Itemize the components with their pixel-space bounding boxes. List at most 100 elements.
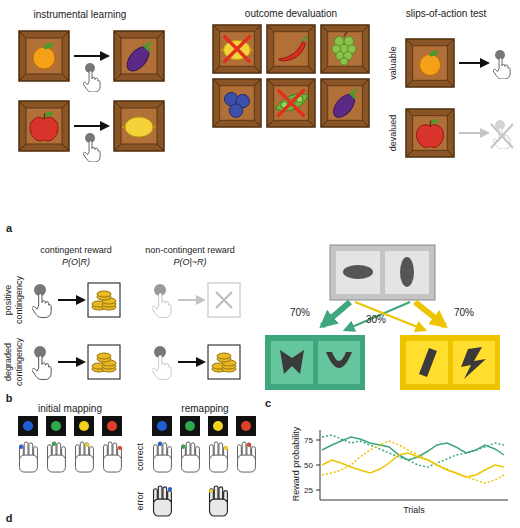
response-mapping-part xyxy=(241,421,251,431)
panel-letter: d xyxy=(6,513,13,524)
two-step-task-part xyxy=(385,251,429,294)
response-mapping-part xyxy=(104,442,122,472)
column-heading: non-contingent reward xyxy=(145,245,235,256)
slips-of-action-part xyxy=(417,118,444,147)
two-step-task-part xyxy=(343,265,373,279)
two-step-task-part xyxy=(330,245,435,300)
response-mapping-part xyxy=(168,487,172,491)
instrumental-learning-part xyxy=(123,42,153,75)
two-step-task-part xyxy=(322,302,350,326)
response-mapping-part xyxy=(209,489,213,493)
response-mapping-part xyxy=(236,416,256,436)
panel-letter: a xyxy=(6,223,12,234)
response-mapping-part xyxy=(74,416,94,436)
two-step-task xyxy=(265,245,500,390)
outcome-devaluation-part xyxy=(321,79,369,127)
instrumental-learning-part xyxy=(122,117,156,137)
instrumental-learning-part xyxy=(74,125,108,127)
outcome-devaluation-part xyxy=(321,25,369,73)
response-mapping-part xyxy=(247,443,251,447)
instrumental-learning-part xyxy=(33,42,55,69)
response-mapping-part xyxy=(152,416,172,436)
response-mapping-part xyxy=(51,421,61,431)
response-mapping-part xyxy=(181,445,185,449)
slips-of-action-part xyxy=(491,124,513,148)
two-step-task-part xyxy=(406,341,448,384)
slips-of-action-part xyxy=(406,39,454,87)
response-mapping-part xyxy=(185,421,195,431)
instrumental-learning-part xyxy=(114,31,164,81)
tick-label: 75 xyxy=(304,435,313,446)
response-mapping-part xyxy=(208,416,228,436)
panel-heading: outcome devaluation xyxy=(245,8,337,19)
contingency-degradation-part xyxy=(212,353,236,372)
outcome-devaluation-part xyxy=(279,91,304,116)
instrumental-learning-part xyxy=(83,141,100,162)
response-mapping-part xyxy=(158,442,162,446)
transition-probability: 70% xyxy=(290,307,310,318)
outcome-devaluation-part xyxy=(225,92,250,117)
two-step-task-part xyxy=(461,347,486,379)
response-mapping-part xyxy=(20,442,38,472)
response-mapping-part xyxy=(182,442,200,472)
slips-of-action xyxy=(406,39,513,157)
two-step-task-part xyxy=(400,335,500,390)
reward-chart-part xyxy=(320,500,508,501)
reward-chart-part xyxy=(316,440,320,441)
reward-chart-part xyxy=(322,441,504,483)
response-mapping-part xyxy=(118,446,122,450)
instrumental-learning-part xyxy=(114,101,164,151)
response-mapping-part xyxy=(46,416,66,436)
response-mapping-part xyxy=(48,442,66,472)
instrumental-learning-part xyxy=(30,111,58,141)
response-mapping-part xyxy=(23,421,33,431)
panel-heading: instrumental learning xyxy=(34,9,127,20)
two-step-task-part xyxy=(336,251,380,294)
response-mapping-part xyxy=(18,416,38,436)
outcome-devaluation-part xyxy=(213,25,261,73)
contingency-degradation-part xyxy=(178,299,204,301)
response-mapping-part xyxy=(154,486,172,516)
outcome-devaluation xyxy=(213,25,369,127)
contingency-degradation-part xyxy=(152,355,171,379)
outcome-devaluation-part xyxy=(279,37,306,61)
contingency-degradation-part xyxy=(178,361,204,363)
row-label: degraded contingency xyxy=(3,331,25,393)
outcome-devaluation-part xyxy=(332,32,356,66)
column-heading: contingent reward xyxy=(40,245,112,256)
outcome-devaluation-part xyxy=(225,37,250,62)
row-label: devalued xyxy=(388,115,399,152)
contingency-degradation-part xyxy=(208,283,240,317)
slips-of-action-part xyxy=(406,109,454,157)
two-step-task-part xyxy=(355,302,425,330)
transition-probability: 30% xyxy=(366,314,386,325)
outcome-devaluation-part xyxy=(267,79,315,127)
row-label: error xyxy=(135,491,146,510)
two-step-task-part xyxy=(265,335,365,390)
response-mapping-part xyxy=(107,421,117,431)
contingency-degradation-part xyxy=(32,293,51,317)
contingency-degradation-part xyxy=(32,355,51,379)
slips-of-action-part xyxy=(459,62,488,64)
panel-letter: b xyxy=(6,393,13,404)
row-label: valuable xyxy=(388,46,399,80)
response-mapping-part xyxy=(102,416,122,436)
two-step-task-part xyxy=(453,341,495,384)
two-step-task-part xyxy=(415,302,445,326)
reward-chart-part xyxy=(316,465,320,466)
response-mapping-part xyxy=(224,446,228,450)
probability-formula: P(O|~R) xyxy=(173,257,206,268)
two-step-task-part xyxy=(345,302,410,330)
tick-label: 50 xyxy=(304,460,313,471)
two-step-task-part xyxy=(419,348,437,377)
response-mapping-part xyxy=(154,442,172,472)
contingency-degradation-part xyxy=(58,299,84,301)
reward-chart-part xyxy=(322,435,504,467)
response-mapping xyxy=(18,416,256,516)
row-label: positive contingency xyxy=(3,269,25,331)
response-mapping-part xyxy=(180,416,200,436)
tick-label: 25 xyxy=(304,485,313,496)
response-mapping-part xyxy=(157,421,167,431)
slips-of-action-part xyxy=(493,58,510,79)
